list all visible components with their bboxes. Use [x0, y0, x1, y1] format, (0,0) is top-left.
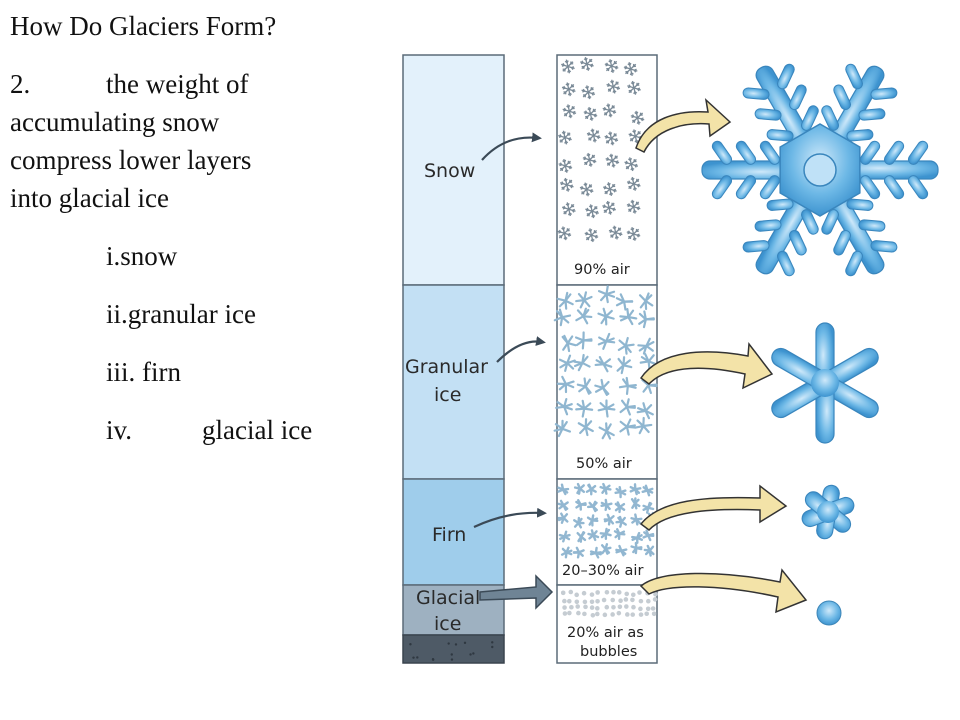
arrow-icon — [639, 484, 788, 532]
point-text-line: into glacial ice — [10, 183, 169, 213]
stage-label: granular ice — [127, 299, 256, 329]
air-label: 50% air — [576, 456, 632, 472]
layer-label: ice — [434, 613, 461, 635]
layer-glacial-ice — [402, 584, 505, 636]
crystal-box-snow — [556, 54, 658, 286]
arrow-icon — [479, 574, 554, 610]
stage-item-snow: i.snow — [106, 240, 177, 272]
glacial-ice-grain-icon — [816, 600, 842, 626]
arrow-icon — [473, 507, 547, 528]
air-label: 20–30% air — [562, 563, 643, 579]
air-label: 20% air as — [567, 625, 644, 641]
point-number: 2. — [10, 69, 31, 99]
snowflake-crystal-icon — [701, 63, 939, 277]
layer-label: Glacial — [416, 587, 480, 609]
stage-item-glacial-ice: iv. glacial ice — [106, 414, 312, 446]
slide-title: How Do Glaciers Form? — [10, 11, 277, 41]
layer-label: Granular — [405, 356, 488, 378]
stage-label: glacial ice — [202, 415, 313, 445]
layer-firn — [402, 478, 505, 586]
arrow-icon — [635, 97, 732, 154]
point-text-line: accumulating snow — [10, 107, 220, 137]
bedrock — [402, 634, 505, 664]
stage-item-firn: iii. firn — [106, 356, 181, 388]
point-text-line: the weight of — [106, 69, 249, 99]
stage-numeral: iv. — [106, 415, 132, 445]
firn-crystal-icon — [801, 484, 855, 540]
stage-numeral: i. — [106, 241, 121, 271]
layer-label: ice — [434, 384, 461, 406]
point-text-line: compress lower layers — [10, 145, 252, 175]
stage-label: firn — [142, 357, 181, 387]
arrow-icon — [481, 132, 542, 161]
layer-label: Snow — [424, 160, 475, 182]
layer-label: Firn — [432, 524, 466, 546]
stage-label: snow — [120, 241, 178, 271]
arrow-icon — [639, 342, 774, 390]
air-label: bubbles — [580, 644, 637, 660]
stage-item-granular-ice: ii.granular ice — [106, 298, 256, 330]
layer-snow — [402, 54, 505, 286]
layer-granular-ice — [402, 284, 505, 480]
arrow-icon — [496, 336, 546, 363]
arrow-icon — [639, 568, 808, 614]
stage-numeral: ii. — [106, 299, 128, 329]
stage-numeral: iii. — [106, 357, 136, 387]
granular-ice-crystal-icon — [771, 322, 879, 444]
air-label: 90% air — [574, 262, 630, 278]
